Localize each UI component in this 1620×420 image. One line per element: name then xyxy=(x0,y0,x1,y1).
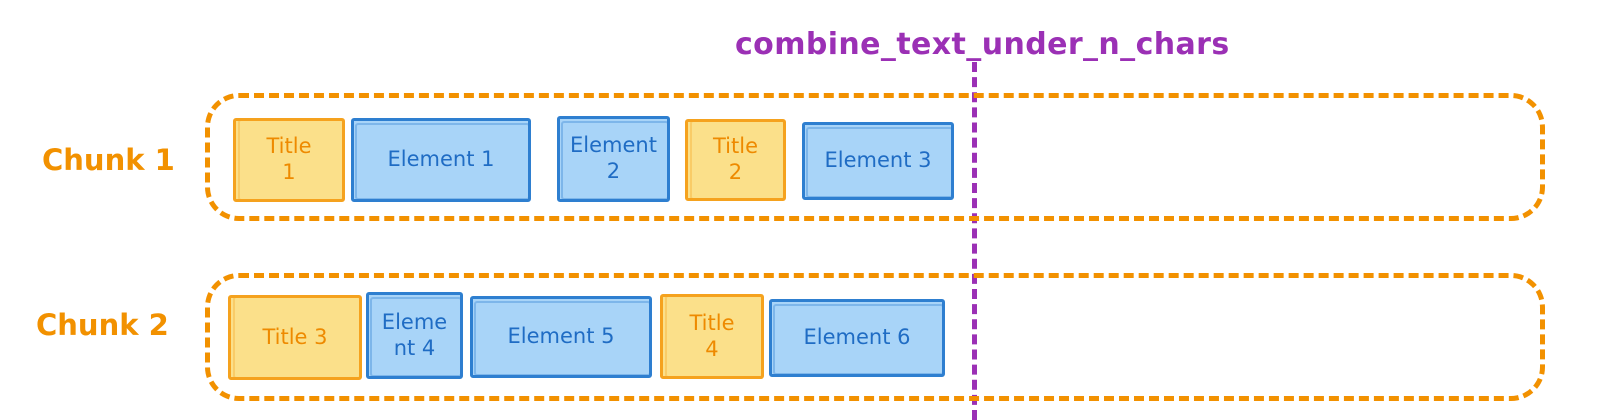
title-box: Title 1 xyxy=(233,118,345,202)
element-box: Element 2 xyxy=(557,116,670,202)
element-box: Eleme nt 4 xyxy=(366,292,463,379)
chunk-label-2: Chunk 2 xyxy=(36,308,169,342)
title-box: Title 3 xyxy=(228,295,362,380)
title-box: Title 2 xyxy=(685,119,786,201)
chunk-label-1: Chunk 1 xyxy=(42,143,175,177)
element-box: Element 1 xyxy=(351,118,531,202)
chunk-container-1 xyxy=(205,93,1545,221)
element-box: Element 3 xyxy=(802,122,954,200)
title-box: Title 4 xyxy=(660,294,764,379)
threshold-divider-line xyxy=(972,62,977,420)
element-box: Element 5 xyxy=(470,296,652,378)
element-box: Element 6 xyxy=(769,299,945,377)
chunk-container-2 xyxy=(205,273,1545,401)
diagram-title: combine_text_under_n_chars xyxy=(735,27,1230,62)
